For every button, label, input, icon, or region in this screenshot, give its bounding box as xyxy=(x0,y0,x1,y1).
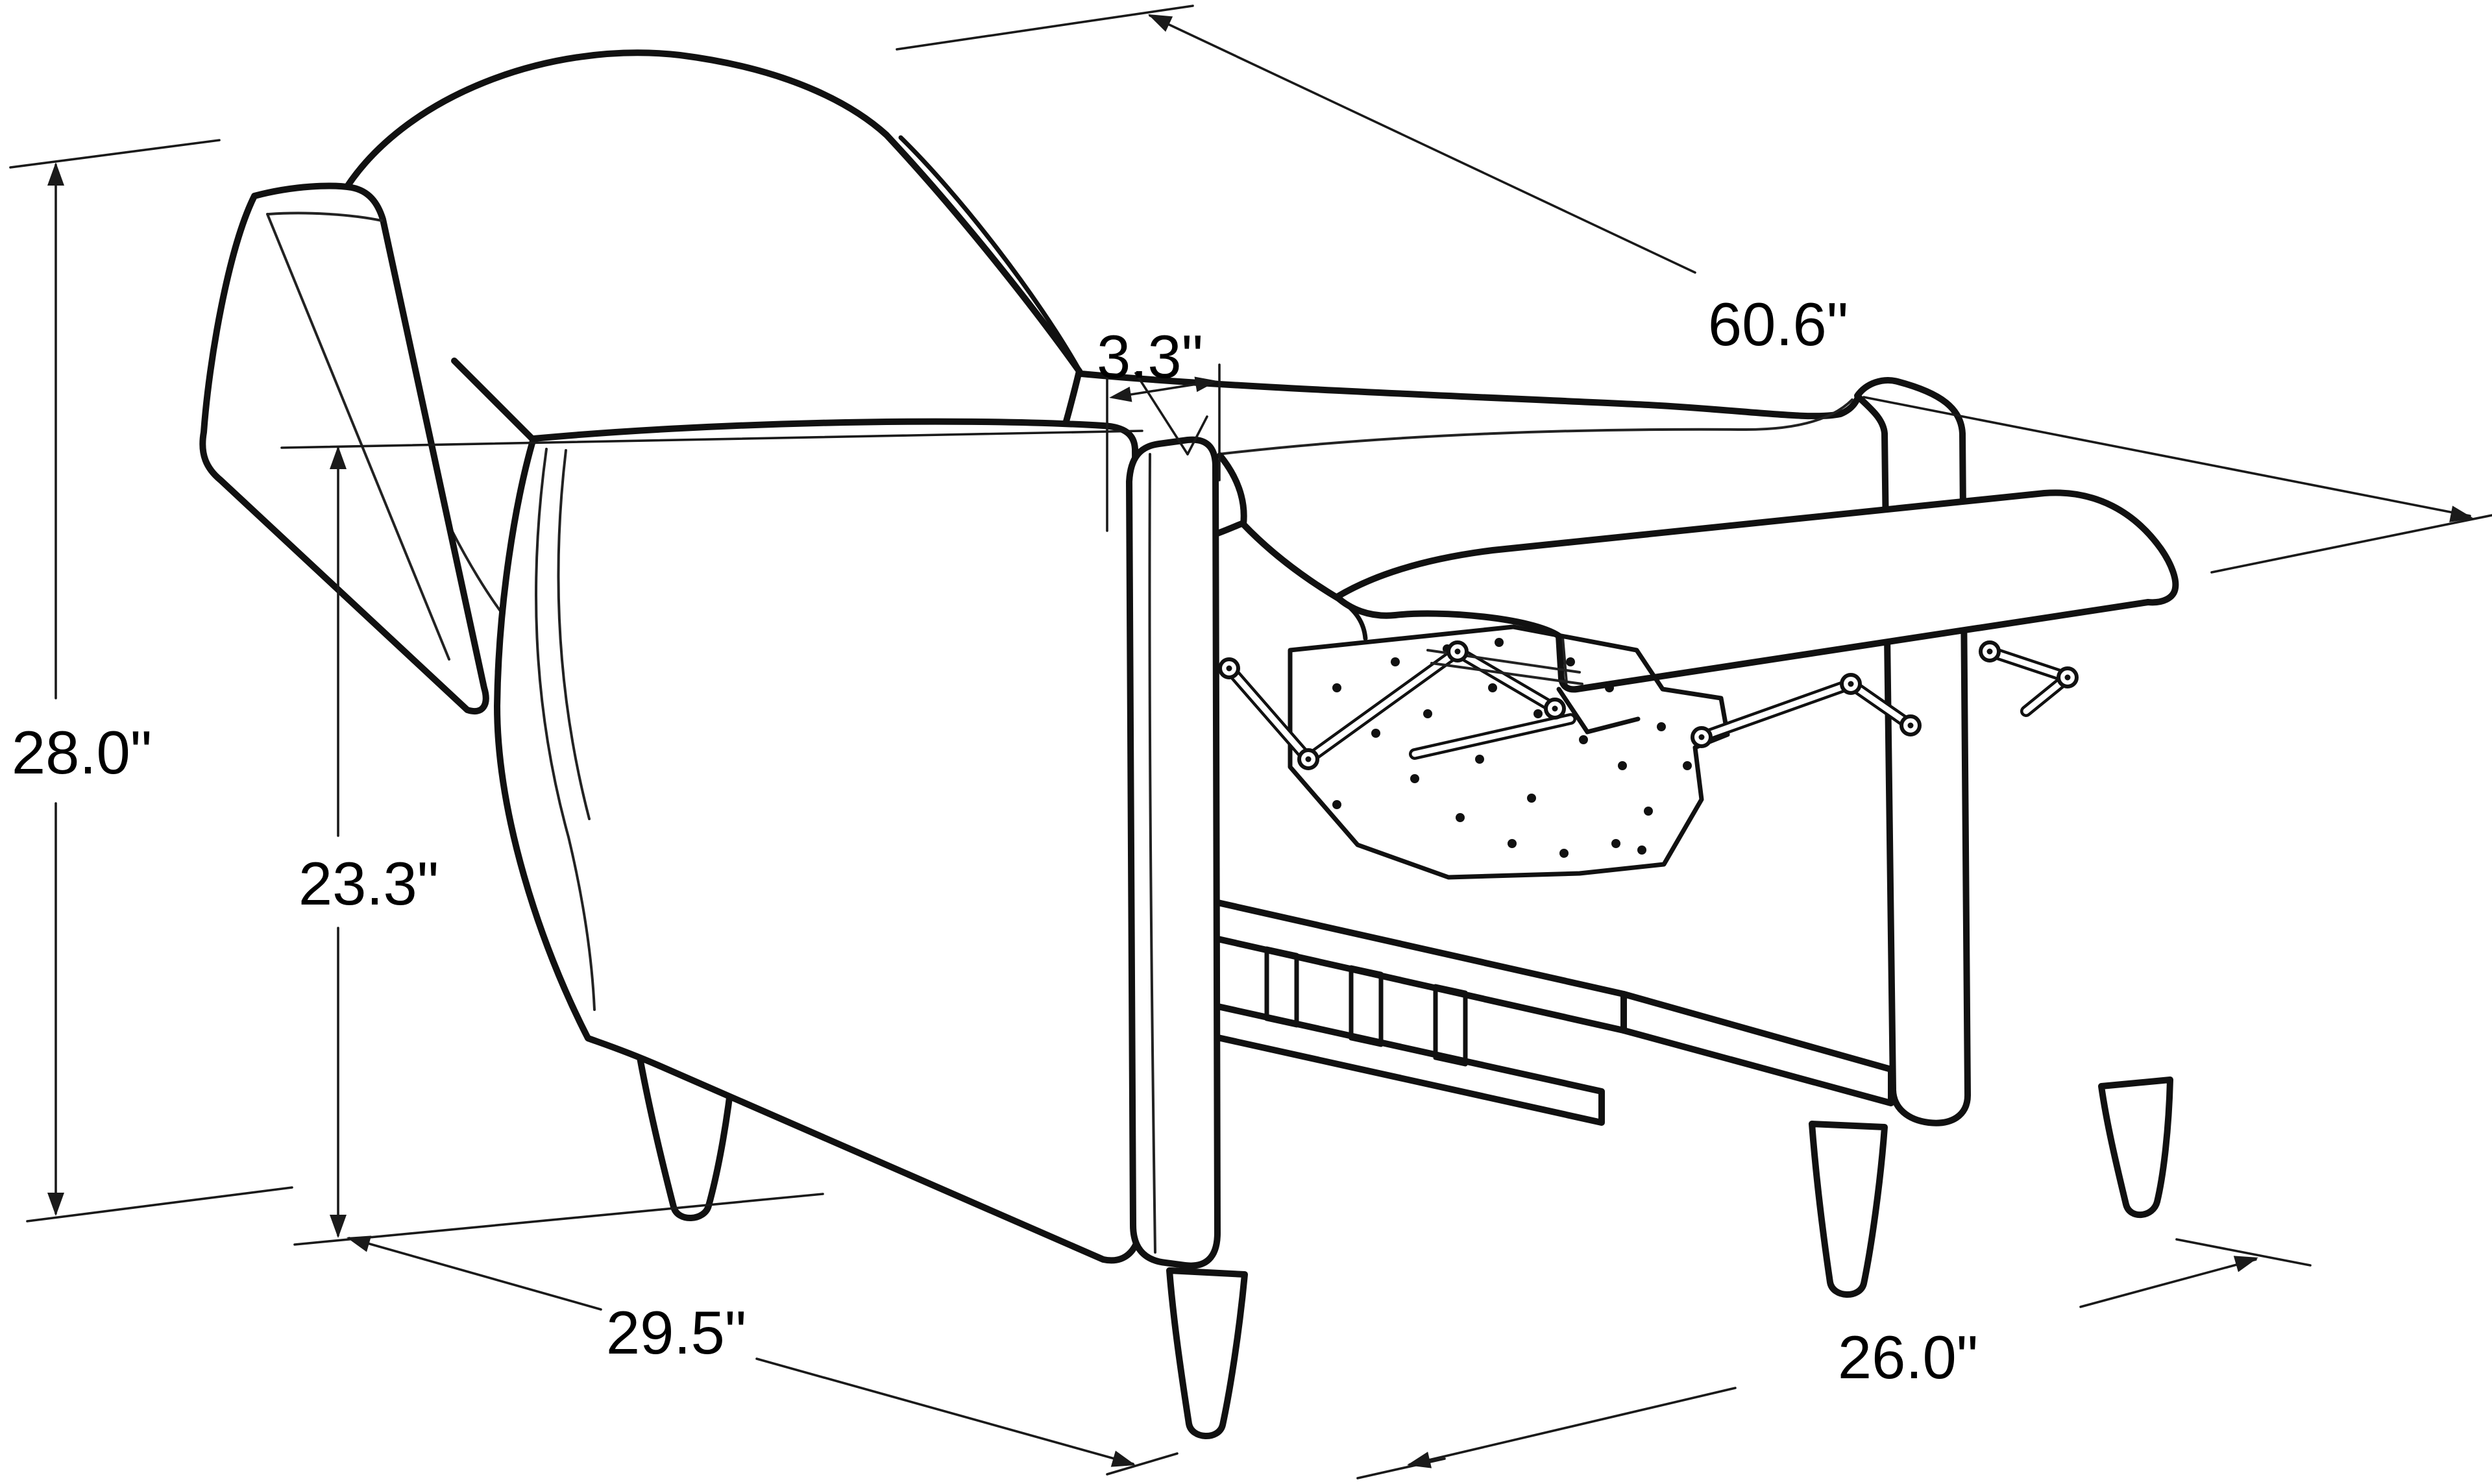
right-arm-post xyxy=(1854,377,1971,1126)
extension-line xyxy=(2175,1238,2312,1267)
arrow-upright-icon xyxy=(2233,1256,2258,1272)
base-frame xyxy=(1212,899,1894,1126)
dimension-label-reclined-depth: 60.6" xyxy=(1708,290,1848,358)
leader-tick xyxy=(1186,415,1208,456)
backrest-top-edge xyxy=(1078,371,1863,420)
mechanism-staple-dots xyxy=(1332,638,1692,858)
extension-line xyxy=(2210,514,2492,574)
dimension-overall-height: 28.0" xyxy=(9,139,293,1222)
leg-back-left xyxy=(637,1054,737,1221)
extension-line xyxy=(1106,1452,1179,1476)
backrest-left-lower-edge xyxy=(451,358,535,442)
legs xyxy=(637,1054,2173,1439)
arrow-downleft-icon xyxy=(1407,1452,1432,1468)
base-rail-lower xyxy=(1212,1003,1605,1126)
arrow-up-icon xyxy=(330,446,347,469)
mechanism-links xyxy=(1223,646,2073,765)
extension-line xyxy=(293,1193,824,1246)
mechanism-seat-pan xyxy=(1288,624,1730,880)
arrow-downright-icon xyxy=(1110,1450,1136,1467)
footrest-panel xyxy=(1334,489,2179,693)
footrest-tuck xyxy=(1336,596,1368,641)
dimension-label-overall-height: 28.0" xyxy=(12,718,152,786)
dimension-label-base-depth-left: 29.5" xyxy=(606,1298,746,1367)
seat-cushion-corner xyxy=(1217,452,1341,602)
base-slat xyxy=(1349,965,1384,1047)
backrest-cushion xyxy=(339,49,1082,374)
arrow-downright-icon xyxy=(2449,505,2474,522)
leg-front-left xyxy=(1166,1267,1248,1439)
arrow-down-icon xyxy=(330,1215,347,1238)
leg-back-right xyxy=(2098,1077,2173,1218)
dimension-line xyxy=(1408,1387,1737,1466)
left-arm-outside-panel xyxy=(494,418,1145,1264)
dimension-label-base-depth-right: 26.0" xyxy=(1838,1323,1978,1391)
arrow-right-icon xyxy=(1194,376,1217,393)
dimension-line xyxy=(348,1237,602,1311)
extension-line xyxy=(280,430,1143,449)
extension-line xyxy=(9,139,221,169)
dimension-arm-width: 3.3" xyxy=(1097,322,1221,532)
dimension-base-depth-right: 26.0" xyxy=(1356,1238,2312,1479)
dimension-label-arm-width: 3.3" xyxy=(1097,322,1203,391)
backrest-side-seam xyxy=(898,135,1082,372)
arrow-left-icon xyxy=(1109,386,1132,402)
extension-line xyxy=(896,5,1194,51)
headrest-seam-top xyxy=(267,212,383,222)
arrow-up-icon xyxy=(47,162,64,186)
leg-front-right xyxy=(1809,1121,1888,1298)
base-slat xyxy=(1433,984,1468,1067)
extension-line xyxy=(1356,1457,1446,1479)
mechanism-linkage xyxy=(1218,624,2079,880)
headrest-seam-long xyxy=(266,213,450,661)
left-arm-panel-seam xyxy=(535,448,596,1011)
headrest-pillow xyxy=(199,182,489,714)
arrow-upleft-icon xyxy=(1148,14,1173,32)
left-arm-front-face xyxy=(1126,436,1221,1269)
base-front-beam xyxy=(1620,991,1894,1106)
dimension-reclined-depth: 60.6" xyxy=(896,5,2492,574)
leader-line xyxy=(1134,372,1189,456)
dimension-seat-back-height: 23.3" xyxy=(280,430,1143,1246)
dimension-line xyxy=(1863,396,2471,517)
left-arm-front-seam xyxy=(1148,453,1156,1254)
base-slat xyxy=(1264,946,1299,1028)
footrest-seam xyxy=(1561,636,1568,684)
left-arm-panel-seam-2 xyxy=(557,449,591,820)
base-rail-upper xyxy=(1212,899,1627,1034)
extension-line xyxy=(26,1186,293,1222)
arrow-upleft-icon xyxy=(347,1235,372,1252)
dimension-line xyxy=(2079,1258,2257,1308)
mechanism-joints xyxy=(1218,640,2079,770)
dimension-line xyxy=(755,1357,1134,1465)
dimension-line xyxy=(1149,14,1696,274)
recliner-line-art xyxy=(199,49,2179,1439)
dimension-label-seat-back-height: 23.3" xyxy=(299,849,439,918)
dimension-base-depth-left: 29.5" xyxy=(347,1235,1179,1476)
right-arm-inner-edge xyxy=(1217,398,1853,456)
arrow-down-icon xyxy=(47,1193,64,1216)
